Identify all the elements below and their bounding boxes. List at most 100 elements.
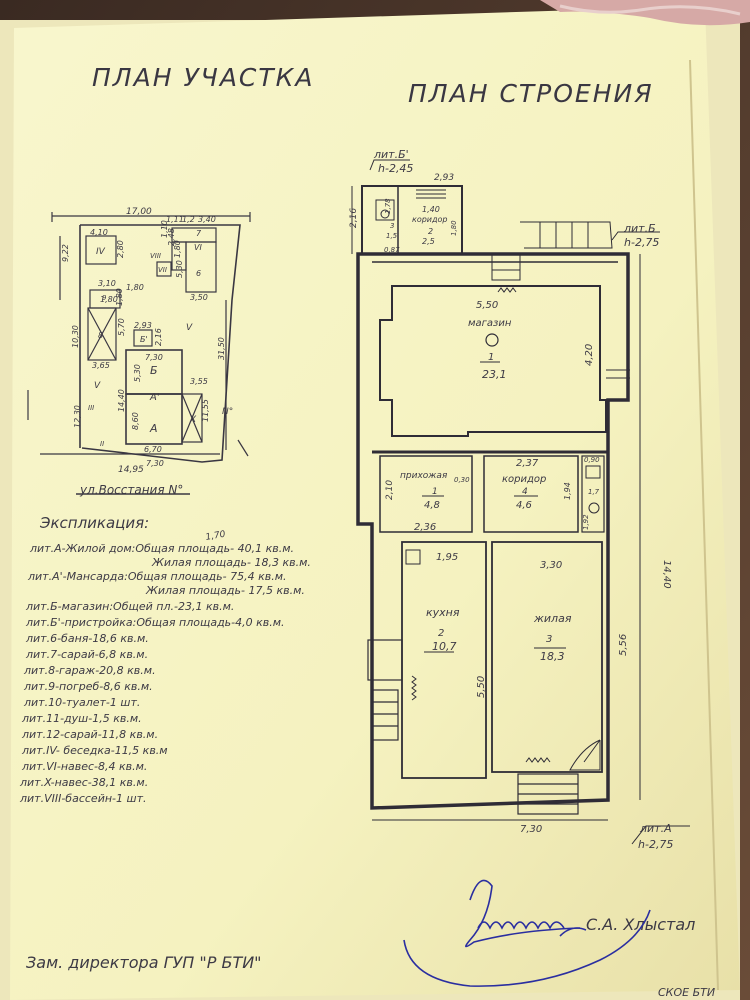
lit-a-label: лит.А [639,822,672,835]
explication-note: 1,70 [205,530,227,543]
lace-decoration [540,0,750,26]
dim-label: 1,78 [384,198,392,214]
dim-label: 2,16 [349,208,359,228]
top-entrance-steps [491,253,521,281]
room-name-corridor: коридор [502,474,546,485]
stove-circle [485,333,499,347]
site-plan [27,212,251,495]
explication-line: лит.VI-навес-8,4 кв.м. [21,760,147,773]
dim-label: 14,40 [661,560,672,589]
building-label: 6 [196,269,201,278]
lit-b-label: лит.Б [623,222,656,235]
explication-line: лит.12-сарай-11,8 кв.м. [21,728,158,741]
dim-label: 5,30 [175,260,184,278]
dim-label: 1,7 [588,488,600,496]
dim-label: 2,37 [516,458,539,469]
building-plan-labels: лит.Б' h-2,45 лит.Б h-2,75 лит.А h-2,75 … [349,148,673,851]
living-walls [491,541,603,773]
north-mark: N° [222,407,233,417]
dim-label: 1,40 [422,205,440,214]
outer-walls [356,252,630,810]
explication-line: лит.Б'-пристройка:Общая площадь-4,0 кв.м… [25,616,285,629]
dim-label: 1,92 [582,514,590,530]
room-area: 4,6 [516,500,532,511]
dim-label: 3,55 [190,377,208,386]
dim-label: 5,50 [476,676,487,698]
explication-line: лит.Б-магазин:Общей пл.-23,1 кв.м. [25,600,234,613]
page-edge-line [689,59,719,991]
dim-label: 1,11 [166,215,184,224]
lit-b-height: h-2,75 [624,236,659,249]
explication-line: лит.А'-Мансарда:Общая площадь- 75,4 кв.м… [27,570,287,583]
room-area: 4,8 [424,500,440,511]
radiator-icon [411,675,417,701]
dim-label: 10,30 [71,325,80,348]
dim-label: 1,80 [126,283,144,292]
room-num: 4 [522,487,528,497]
room-num: 3 [390,222,394,230]
title-building-plan: ПЛАН СТРОЕНИЯ [408,79,654,108]
dim-label: 6,70 [144,445,162,454]
room-name-hall: прихожая [400,471,448,481]
dim-label: 12,30 [73,405,82,428]
building-label: А' [149,392,160,403]
dim-label: 2,93 [434,173,454,183]
explication-line: лит.10-туалет-1 шт. [23,696,140,709]
room-area: 10,7 [432,640,457,653]
dim-label: 4,10 [90,228,108,237]
room-area: 2,5 [422,237,435,246]
explication-line: лит.X-навес-38,1 кв.м. [19,776,148,789]
radiator-icon [525,757,551,763]
room-num: 2 [428,227,433,236]
room-name-shop: магазин [468,318,512,329]
dim-label: 14,95 [118,465,144,475]
room-num: 1 [488,352,494,363]
dim-label: 1,95 [436,552,458,563]
building-label: Б' [140,335,148,344]
building-label: Б [150,364,158,377]
signer-name: С.А. Хлыстал [586,915,695,934]
signature [403,879,651,987]
building-label: 8 [98,331,103,340]
room-name-kitchen: кухня [426,606,460,619]
building-label: 9 [102,294,107,302]
dim-label: 3,50 [190,293,208,302]
dim-label: 5,30 [133,364,142,382]
dim-label: 1,2 [182,215,195,224]
explication-line: лит.А-Жилой дом:Общая площадь- 40,1 кв.м… [29,542,294,555]
explication-line: лит.8-гараж-20,8 кв.м. [23,664,156,677]
dim-label: 3,30 [540,560,562,571]
dim-label: 0,30 [454,476,470,484]
street-label: ул.Восстания N° [79,483,183,497]
lit-a-height: h-2,75 [638,838,673,851]
explication-line: Жилая площадь- 17,5 кв.м. [145,584,305,597]
dim-label: 14,40 [117,389,126,412]
explication: Экспликация: 1,70 лит.А-Жилой дом:Общая … [19,514,311,805]
dim-label: 1,10 [160,220,169,238]
dim-label: 0,90 [584,456,600,464]
room-num: 2 [438,628,444,639]
stamp-fragment: СКОЕ БТИ [658,986,715,999]
room-num: 3 [546,634,552,645]
dim-label: 2,36 [414,522,436,533]
site-plan-labels: 17,00 1,11 1,2 3,40 9,22 4,10 2,80 1,10 … [61,207,233,497]
room-area: 23,1 [482,368,507,381]
building-label: II [100,440,104,448]
lit-b1-label: лит.Б' [373,148,409,161]
site-boundary [80,224,241,463]
building-label: V [94,381,101,391]
dim-label: 8,60 [131,412,140,430]
bathroom-walls [581,455,605,533]
explication-line: Жилая площадь- 18,3 кв.м. [151,556,311,569]
dim-label: 3,65 [92,361,110,370]
footer: Зам. директора ГУП "Р БТИ" С.А. Хлыстал … [26,879,715,999]
director-position: Зам. директора ГУП "Р БТИ" [26,953,262,972]
room-area: 18,3 [540,650,565,663]
dim-label: 3,40 [198,215,216,224]
building-plan [351,159,690,845]
title-site-plan: ПЛАН УЧАСТКА [92,63,315,92]
dim-label: 4,20 [584,344,595,366]
dim-label: 5,70 [117,318,126,336]
building-label: 7 [196,229,202,238]
hallway-walls [379,455,473,533]
